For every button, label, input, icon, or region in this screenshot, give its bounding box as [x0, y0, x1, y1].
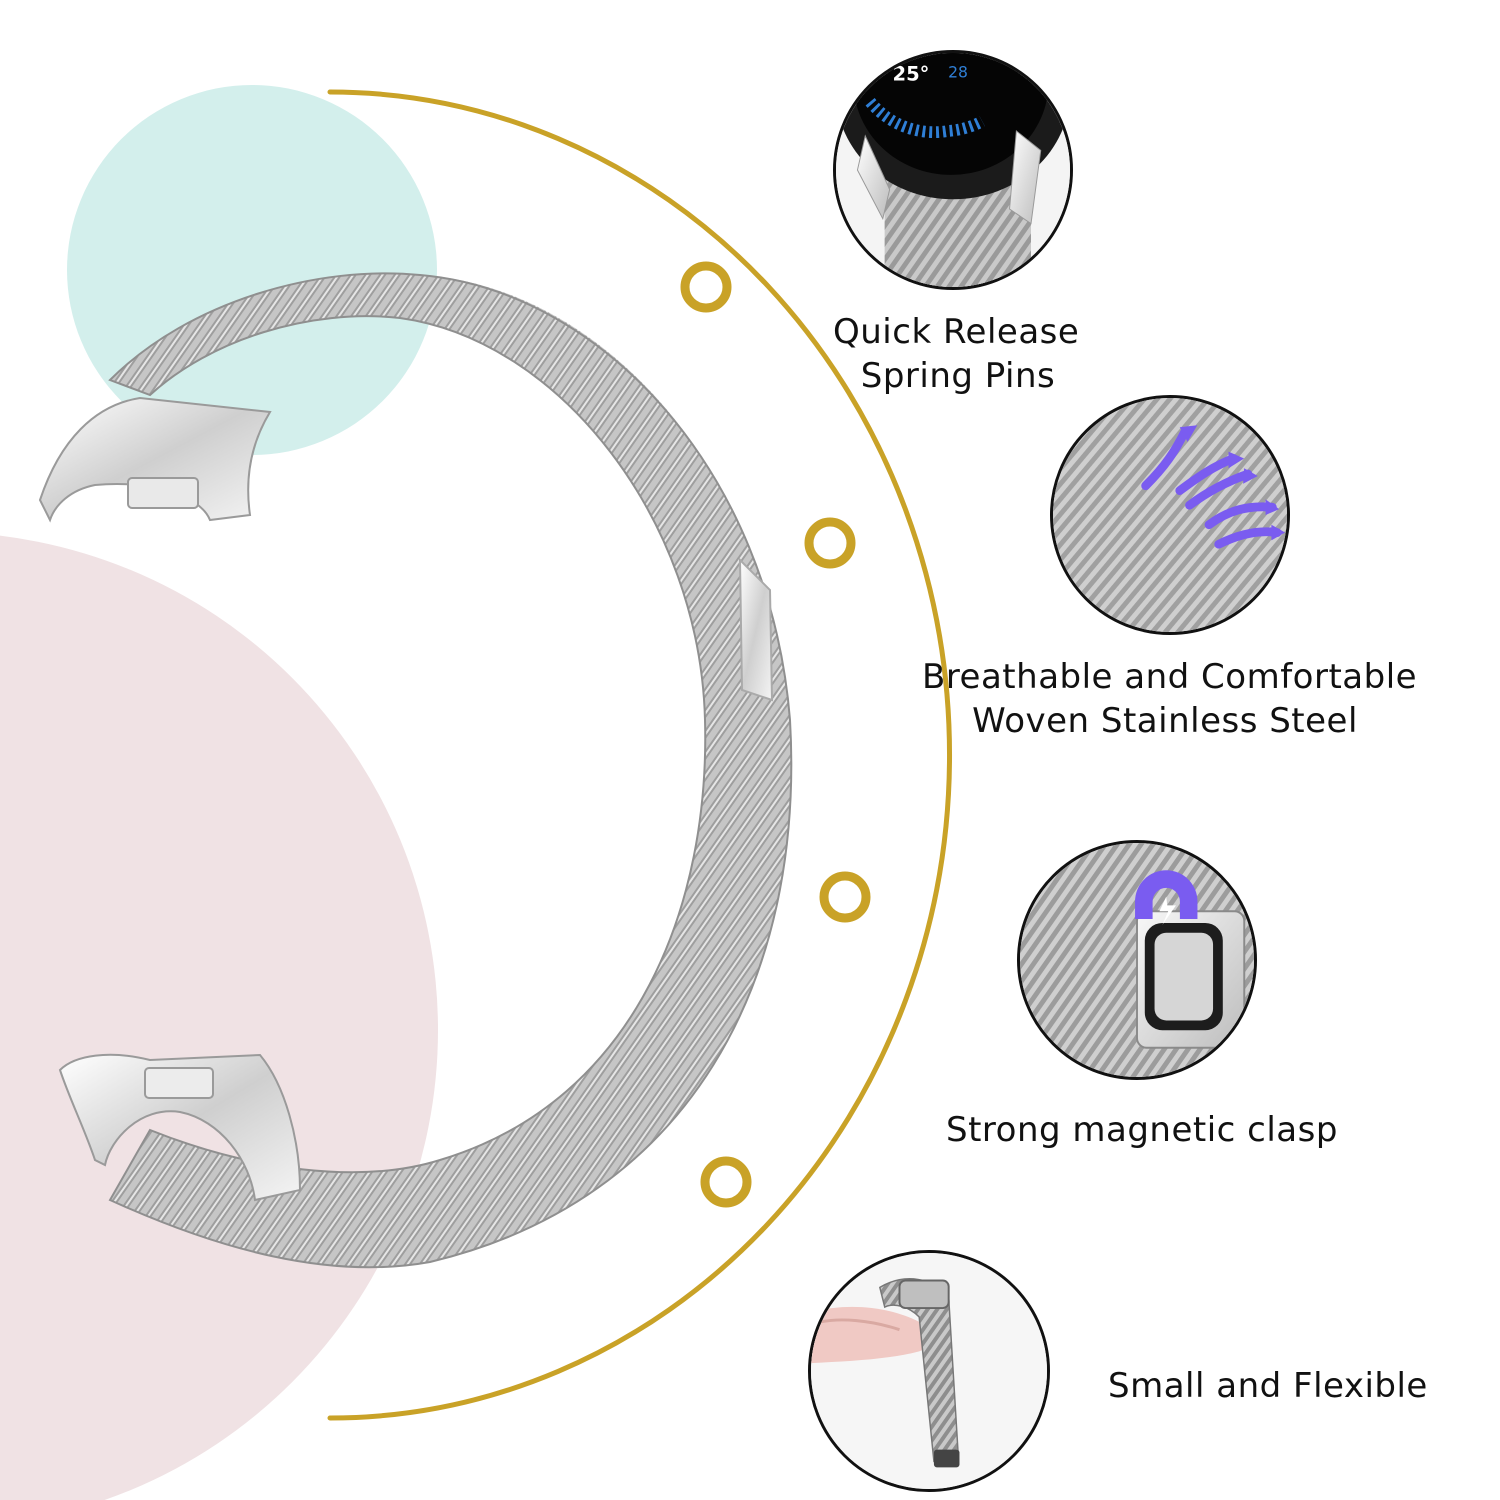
- quick-release-caption-line-2: Spring Pins: [860, 356, 1056, 396]
- top-connector: [38, 396, 272, 523]
- breathable-caption: Breathable and Comfortable Woven Stainle…: [922, 655, 1418, 743]
- magnetic-clasp-caption-line-1: Strong magnetic clasp: [946, 1110, 1338, 1150]
- arc-node-2: [804, 517, 856, 569]
- bottom-connector-pin: [144, 1067, 214, 1099]
- magnet-icon: [1020, 843, 1254, 1077]
- arc-node-1: [680, 261, 732, 313]
- quick-release-detail-image: 25° 28: [833, 50, 1073, 290]
- watch-date: 28: [948, 63, 968, 81]
- arc-node-4: [700, 1156, 752, 1208]
- flexible-caption: Small and Flexible: [1108, 1364, 1428, 1408]
- flexible-detail-image: [808, 1250, 1050, 1492]
- quick-release-caption-line-1: Quick Release: [833, 312, 1080, 352]
- band-clasp: [738, 557, 774, 702]
- breathable-detail-image: [1050, 395, 1290, 635]
- top-connector-pin: [127, 477, 199, 509]
- airflow-arrows-icon: [1053, 398, 1287, 632]
- watch-spring-pin-icon: 25° 28: [836, 53, 1070, 287]
- pink-background-blob: [0, 535, 438, 1500]
- flexible-band-icon: [811, 1253, 1047, 1489]
- bottom-connector: [58, 1053, 302, 1202]
- magnetic-clasp-detail-image: [1017, 840, 1257, 1080]
- mesh-band: [108, 272, 793, 1269]
- watch-temperature: 25°: [893, 62, 930, 85]
- breathable-caption-line-2: Woven Stainless Steel: [972, 701, 1358, 741]
- mint-background-blob: [67, 85, 437, 455]
- breathable-caption-line-1: Breathable and Comfortable: [922, 657, 1418, 697]
- timeline-arc: [327, 89, 953, 1421]
- quick-release-caption: Quick Release Spring Pins: [833, 310, 1080, 398]
- flexible-caption-line-1: Small and Flexible: [1108, 1366, 1428, 1406]
- arc-node-3: [819, 871, 871, 923]
- magnetic-clasp-caption: Strong magnetic clasp: [946, 1108, 1338, 1152]
